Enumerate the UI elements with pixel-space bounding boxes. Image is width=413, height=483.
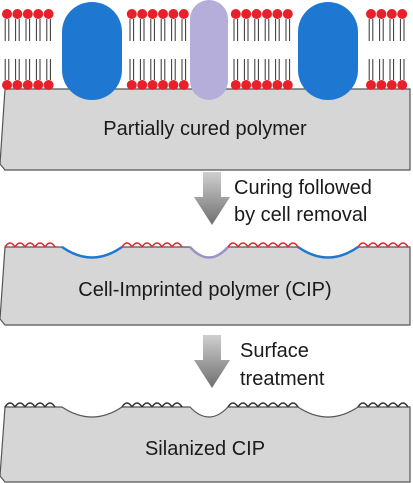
lipid-molecule xyxy=(241,9,252,90)
stage-label-silanized: Silanized CIP xyxy=(145,438,265,460)
lipid-molecule xyxy=(262,9,272,90)
imprint-left xyxy=(61,245,123,259)
lipid-molecule xyxy=(251,9,262,90)
imprint-right xyxy=(297,245,359,259)
lipid-molecule xyxy=(168,9,179,90)
lipid-molecule xyxy=(2,9,12,90)
membrane-protein-left xyxy=(62,2,122,100)
membrane-protein-right xyxy=(298,2,358,100)
lipid-molecule xyxy=(386,9,397,90)
lipid-molecule xyxy=(22,9,33,90)
stage-cell-imprinted: Cell-Imprinted polymer (CIP) xyxy=(0,242,411,326)
stage-partially-cured: Partially cured polymer xyxy=(0,0,411,171)
lipid-molecule xyxy=(12,9,23,90)
step-label-curing-line1: Curing followed xyxy=(234,177,372,199)
lipid-molecule xyxy=(137,9,148,90)
lipid-molecule xyxy=(43,9,54,90)
step-label-surface-line2: treatment xyxy=(240,368,325,390)
lipid-molecule xyxy=(178,9,189,90)
stage-label-cell-imprinted: Cell-Imprinted polymer (CIP) xyxy=(78,279,331,301)
lipid-molecule xyxy=(397,9,408,90)
lipid-molecule xyxy=(158,9,168,90)
silanized-surface-pattern xyxy=(4,402,409,408)
lipid-molecule xyxy=(282,9,293,90)
membrane-protein-middle xyxy=(190,0,228,100)
step-surface-treatment: Surface treatment xyxy=(194,335,325,390)
imprinted-lipid-pattern xyxy=(4,242,409,248)
step-label-curing-line2: by cell removal xyxy=(234,204,367,226)
step-curing: Curing followed by cell removal xyxy=(194,172,372,226)
lipid-molecule xyxy=(366,9,376,90)
step-label-surface-line1: Surface xyxy=(240,340,309,362)
imprint-middle xyxy=(189,246,229,259)
lipid-molecule xyxy=(147,9,158,90)
down-arrow-icon xyxy=(194,335,230,388)
down-arrow-icon xyxy=(194,172,230,225)
lipid-molecule xyxy=(126,9,137,90)
polymer-slab-silanized xyxy=(0,406,411,483)
lipid-molecule xyxy=(272,9,283,90)
lipid-molecule xyxy=(33,9,44,90)
stage-label-partially-cured: Partially cured polymer xyxy=(103,118,307,140)
stage-silanized: Silanized CIP xyxy=(0,402,411,483)
lipid-molecule xyxy=(230,9,241,90)
lipid-molecule xyxy=(376,9,387,90)
lipid-bilayer xyxy=(2,9,408,90)
